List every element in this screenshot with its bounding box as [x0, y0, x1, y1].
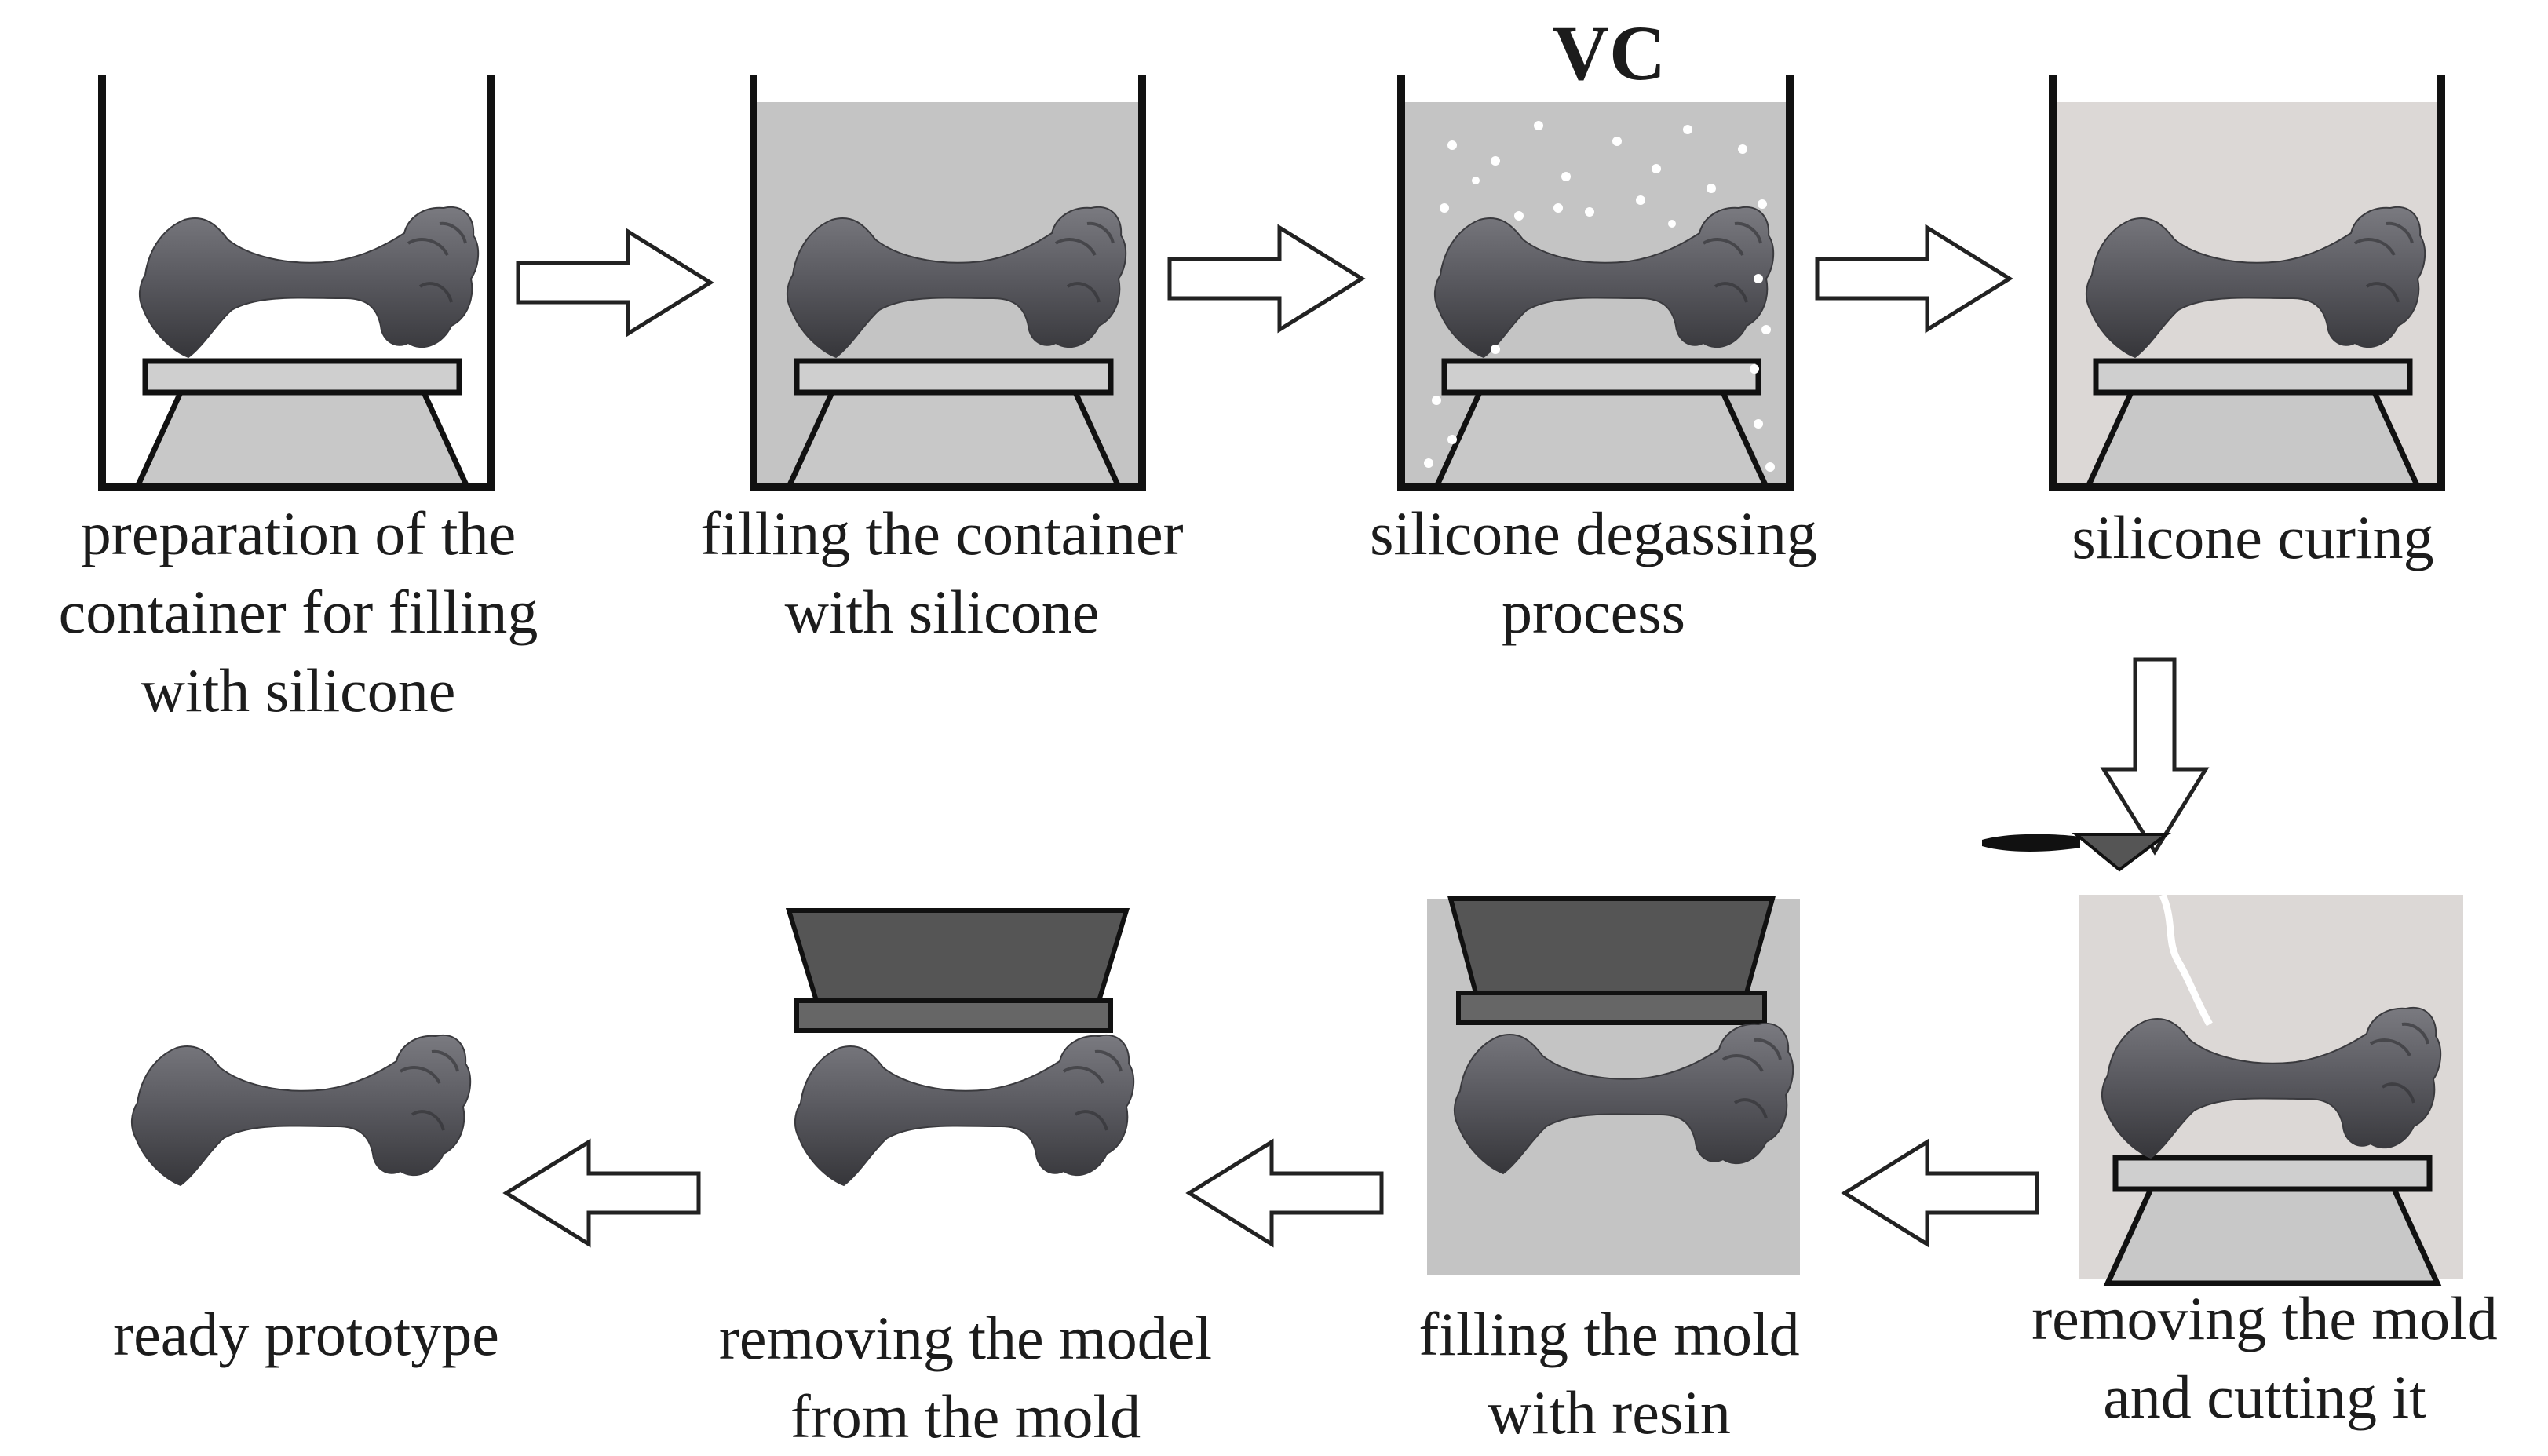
step-resin-mold: [1427, 896, 1800, 1275]
step-degas-container: [1397, 75, 1794, 491]
stand-icon: [137, 361, 467, 487]
caption-ready: ready prototype: [113, 1300, 499, 1368]
caption-degas: silicone degassing process: [1370, 499, 1817, 646]
arrow-right-icon: [1170, 228, 1362, 330]
caption-fill: filling the container with silicone: [700, 499, 1184, 646]
caption-cure: silicone curing: [2072, 503, 2434, 571]
arrow-right-icon: [1817, 228, 2010, 330]
step-cut-mold: [1982, 833, 2463, 1283]
stand-icon: [789, 361, 1119, 487]
step-remove-model: [785, 908, 1136, 1187]
caption-cut: removing the mold and cutting it: [2031, 1284, 2498, 1431]
caption-resin: filling the mold with resin: [1418, 1300, 1800, 1447]
step-fill-container: [750, 75, 1146, 491]
vacuum-chamber-label: VC: [1552, 9, 1666, 97]
air-bubbles: [1424, 121, 1775, 472]
caption-prep: preparation of the container for filling…: [58, 499, 538, 724]
stand-icon: [2108, 1158, 2437, 1283]
knife-icon: [1982, 833, 2171, 872]
arrow-left-icon: [506, 1142, 699, 1244]
bone-icon: [130, 1033, 473, 1187]
bone-icon: [137, 205, 480, 359]
arrow-right-icon: [518, 232, 710, 334]
arrow-left-icon: [1189, 1142, 1382, 1244]
step-cure-container: [2049, 75, 2445, 491]
arrow-left-icon: [1845, 1142, 2037, 1244]
step-prep-container: [98, 75, 495, 491]
stand-icon: [1436, 361, 1766, 487]
step-ready-prototype: [130, 1033, 473, 1187]
arrow-down-icon: [2104, 659, 2206, 852]
caption-remove: removing the model from the mold: [718, 1304, 1213, 1451]
stand-icon: [2088, 361, 2418, 487]
bone-icon: [793, 1033, 1136, 1187]
